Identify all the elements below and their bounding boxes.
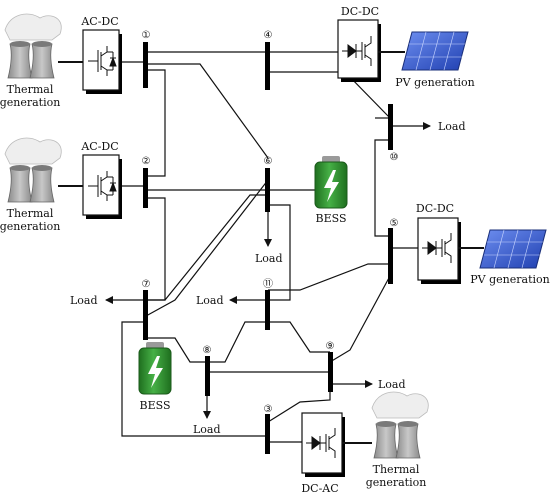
load-label-bus10: Load (438, 120, 466, 133)
load-label-bus11: Load (196, 294, 224, 307)
steam-cloud (4, 13, 62, 41)
bus-bar-7 (143, 290, 148, 340)
thermal-label-3-line1: Thermal (373, 463, 420, 476)
bus-bar-11 (265, 290, 270, 330)
line-bus7-bus3 (121, 321, 268, 437)
igbt-diode-icon (88, 171, 117, 201)
converter-label-ac-dc-mid: AC-DC (80, 140, 118, 153)
source-links (58, 51, 484, 444)
bus-bar-8 (205, 356, 210, 396)
thermal-plant-3: Thermal generation (366, 391, 429, 489)
bus-bar-2 (143, 168, 148, 208)
igbt-diode-icon (88, 46, 117, 76)
load-arrows (105, 122, 431, 419)
lightning-bolt-icon (324, 170, 339, 202)
converter-label-dc-ac-bottom: DC-AC (301, 482, 338, 495)
thermal-label-2-line2: generation (0, 220, 60, 233)
line-bus6-bus11 (268, 204, 291, 301)
pv-panel-2: PV generation (470, 229, 550, 286)
converter-dc-dc-top: DC-DC (337, 5, 381, 82)
bus-bars (143, 42, 393, 454)
bus-label-8: ⑧ (203, 345, 212, 356)
thermal-label-3-line2: generation (366, 476, 427, 489)
bus-label-1: ① (142, 30, 151, 41)
bus-label-7: ⑦ (142, 279, 151, 290)
converter-ac-dc-mid: AC-DC (80, 140, 122, 219)
diode-igbt-icon (342, 36, 372, 66)
bus-bar-10 (388, 104, 393, 150)
bus-label-10: ⑩ (390, 152, 399, 163)
cooling-tower-icon (29, 43, 55, 79)
bus-label-5: ⑤ (390, 218, 399, 229)
bus-label-6: ⑥ (264, 156, 273, 167)
bus-bar-1 (143, 42, 148, 88)
pv-panel-1: PV generation (395, 31, 475, 89)
bus-label-11: ⑪ (263, 278, 273, 290)
load-label-bus7: Load (70, 294, 98, 307)
thermal-label-1-line1: Thermal (7, 83, 54, 96)
pv-label-2: PV generation (470, 273, 549, 286)
line-bus5-bus11 (268, 263, 390, 291)
bus-label-2: ② (142, 156, 151, 167)
diode-igbt-icon (306, 428, 336, 458)
cooling-tower-icon (395, 423, 421, 459)
thermal-label-2-line1: Thermal (7, 207, 54, 220)
thermal-label-1-line2: generation (0, 96, 60, 109)
converter-label-ac-dc-top: AC-DC (80, 15, 118, 28)
bess-label-1: BESS (316, 212, 347, 225)
steam-cloud (371, 391, 429, 419)
bus-label-3: ③ (264, 404, 273, 415)
lightning-bolt-icon (148, 356, 163, 388)
load-label-bus8: Load (193, 423, 221, 436)
converter-label-dc-dc-top: DC-DC (341, 5, 379, 18)
bess-2: BESS (138, 342, 172, 412)
line-bus10-bus5 (374, 139, 390, 237)
line-bus11-bus9 (268, 321, 330, 353)
bus-bar-5 (388, 228, 393, 284)
line-bus1-bus6 (146, 63, 269, 159)
load-label-bus6: Load (255, 252, 283, 265)
converter-dc-ac-bottom: DC-AC (301, 412, 345, 495)
line-bus5-bus9 (329, 275, 391, 363)
bess-label-2: BESS (140, 399, 171, 412)
thermal-plant-1: Thermal generation (0, 13, 62, 109)
cooling-tower-icon (29, 167, 55, 203)
line-bus6-bus7 (145, 179, 269, 317)
converter-dc-dc-right: DC-DC (416, 202, 461, 284)
converter-box (337, 19, 379, 79)
line-bus7-bus8 (146, 337, 207, 363)
bess-1: BESS (314, 156, 348, 225)
thermal-plant-2: Thermal generation (0, 137, 62, 233)
cooling-tower-icon (7, 167, 33, 203)
bus-label-9: ⑨ (326, 341, 335, 352)
converter-box (417, 217, 459, 281)
bus-label-4: ④ (264, 30, 273, 41)
line-bus8-bus11 (207, 321, 268, 363)
converter-label-dc-dc-right: DC-DC (416, 202, 454, 215)
bus-labels: ① ② ③ ④ ⑤ ⑥ ⑦ ⑧ ⑨ ⑩ ⑪ (142, 30, 399, 415)
converter-ac-dc-top: AC-DC (80, 15, 122, 94)
steam-cloud (4, 137, 62, 165)
diode-igbt-icon (422, 233, 452, 263)
bus-bar-6 (265, 168, 270, 212)
cooling-tower-icon (7, 43, 33, 79)
load-labels: Load Load Load Load Load Load (70, 120, 466, 436)
line-bus7-bus6 (146, 194, 268, 301)
bus-bar-9 (328, 352, 333, 392)
bus-bar-3 (265, 414, 270, 454)
line-bus1-bus2 (146, 69, 166, 177)
cooling-tower-icon (373, 423, 399, 459)
bus-bar-4 (265, 42, 270, 90)
load-label-bus9: Load (378, 378, 406, 391)
pv-label-1: PV generation (395, 76, 474, 89)
